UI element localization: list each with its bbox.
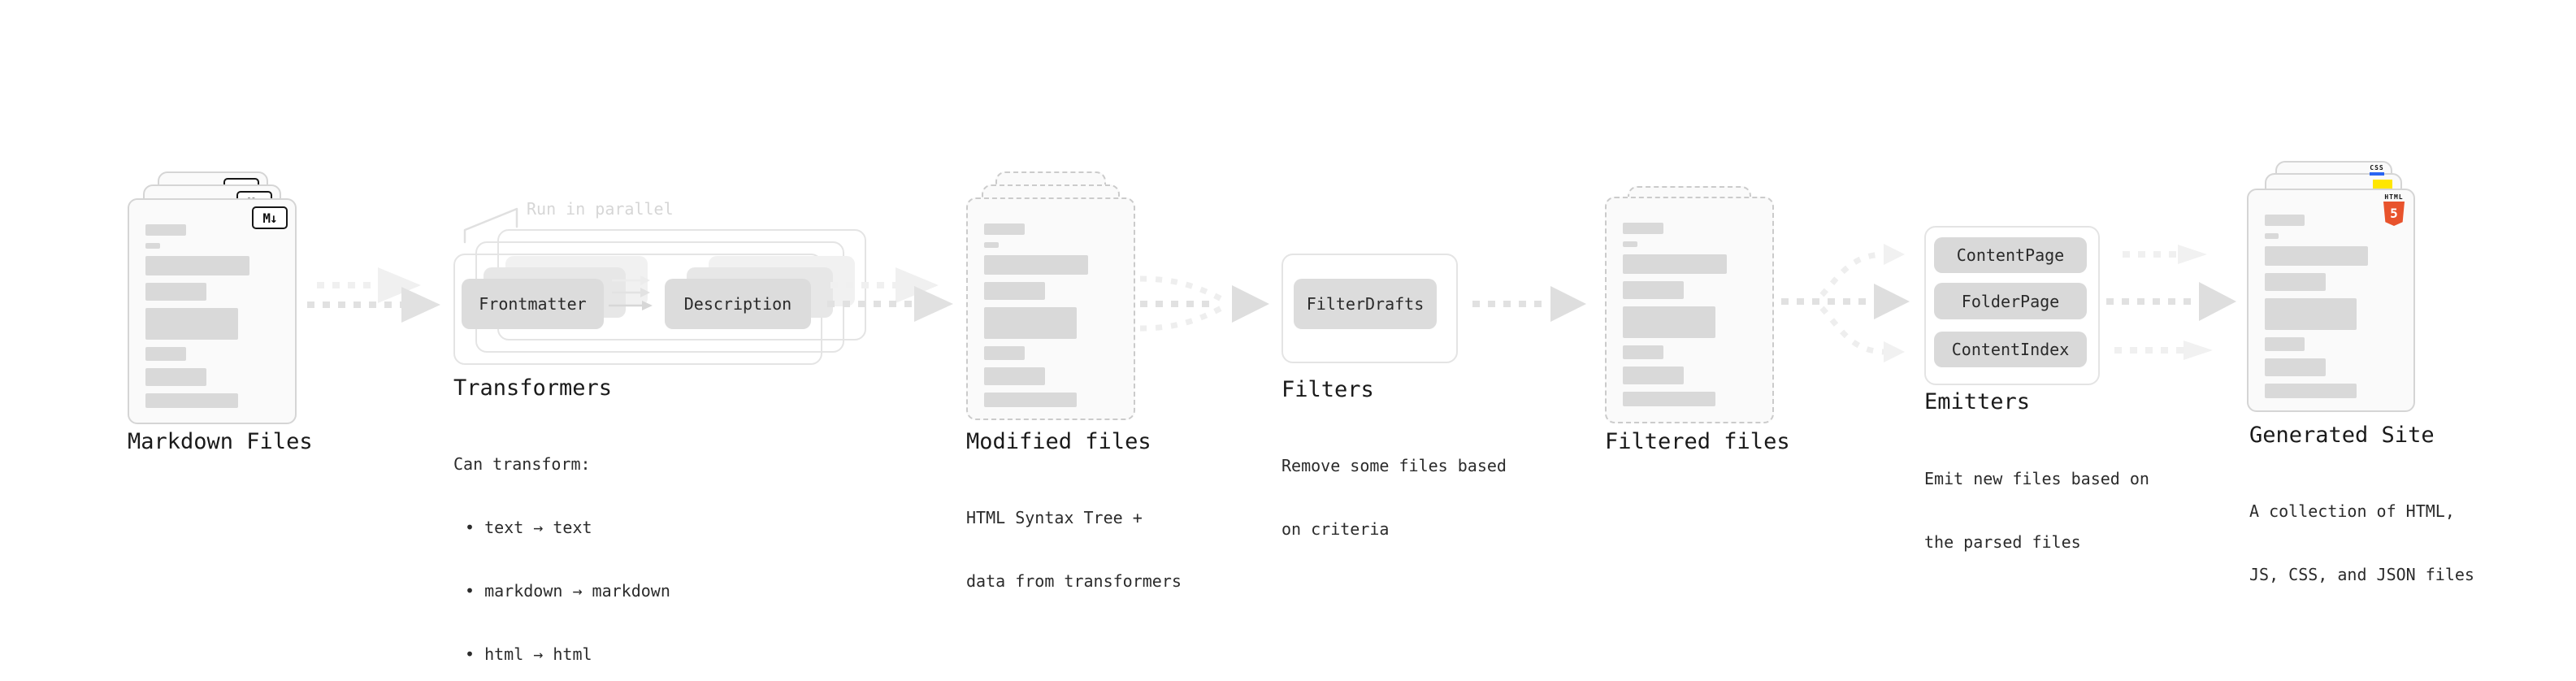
file-content-placeholder xyxy=(1623,223,1753,406)
placeholder-bar xyxy=(145,393,238,408)
modified-files-description: HTML Syntax Tree + data from transformer… xyxy=(966,465,1182,634)
placeholder-bar xyxy=(2265,337,2305,351)
generated-site-title: Generated Site xyxy=(2249,423,2435,448)
css-icon: CSS xyxy=(2370,165,2384,176)
markdown-files-stack: M↓ M↓ M↓ xyxy=(128,161,297,424)
html5-shield: 5 xyxy=(2383,202,2405,226)
run-in-parallel-label: Run in parallel xyxy=(527,199,674,219)
placeholder-bar xyxy=(2265,298,2357,330)
subtitle-line: Can transform: xyxy=(453,454,591,474)
filters-description: Remove some files based on criteria xyxy=(1281,413,1507,582)
arrow-modified-to-filters xyxy=(1139,275,1269,332)
subtitle-line: A collection of HTML, xyxy=(2249,501,2455,521)
html-file-card: HTML 5 xyxy=(2247,189,2415,412)
modified-files-stack xyxy=(966,160,1135,420)
markdown-files-title: Markdown Files xyxy=(128,429,313,454)
html5-icon: HTML 5 xyxy=(2383,193,2405,226)
placeholder-bar xyxy=(2265,358,2326,376)
arrow-emitters-to-generated xyxy=(2106,245,2236,360)
placeholder-bar xyxy=(984,282,1046,300)
filters-title: Filters xyxy=(1281,377,1374,402)
placeholder-bar xyxy=(1623,345,1663,359)
placeholder-bar xyxy=(984,393,1077,407)
filtered-files-title: Filtered files xyxy=(1605,429,1790,454)
modified-files-title: Modified files xyxy=(966,429,1151,454)
placeholder-bar xyxy=(145,308,238,340)
placeholder-bar xyxy=(145,368,207,386)
placeholder-bar xyxy=(145,256,249,275)
subtitle-line: Emit new files based on xyxy=(1924,469,2149,488)
contentindex-pill: ContentIndex xyxy=(1934,332,2087,367)
subtitle-line: data from transformers xyxy=(966,571,1182,591)
placeholder-bar xyxy=(1623,392,1715,406)
placeholder-bar xyxy=(145,283,207,301)
placeholder-bar xyxy=(984,367,1046,385)
placeholder-bar xyxy=(2265,215,2305,226)
html5-number: 5 xyxy=(2390,206,2398,221)
placeholder-bar xyxy=(1623,306,1715,338)
placeholder-bar xyxy=(984,255,1088,275)
placeholder-bar xyxy=(2265,384,2357,398)
placeholder-bar xyxy=(984,307,1077,339)
subtitle-line: on criteria xyxy=(1281,519,1390,539)
emitters-description: Emit new files based on the parsed files xyxy=(1924,426,2149,595)
markdown-icon: M↓ xyxy=(252,206,288,229)
contentpage-pill: ContentPage xyxy=(1934,237,2087,273)
arrow-filters-to-filtered xyxy=(1472,286,1586,322)
description-pill: Description xyxy=(665,279,811,329)
placeholder-bar xyxy=(145,243,160,249)
html5-icon-label: HTML xyxy=(2384,193,2404,201)
modified-file-card-front xyxy=(966,197,1135,420)
filterdrafts-pill: FilterDrafts xyxy=(1294,279,1437,329)
emitters-title: Emitters xyxy=(1924,389,2031,414)
placeholder-bar xyxy=(2265,273,2326,291)
css-icon-bar xyxy=(2370,172,2384,176)
placeholder-bar xyxy=(984,223,1025,235)
placeholder-bar xyxy=(145,224,186,236)
placeholder-bar xyxy=(145,347,186,361)
frontmatter-pill: Frontmatter xyxy=(462,279,604,329)
javascript-icon xyxy=(2373,180,2392,189)
file-content-placeholder xyxy=(145,224,275,408)
generated-site-description: A collection of HTML, JS, CSS, and JSON … xyxy=(2249,458,2474,627)
placeholder-bar xyxy=(1623,367,1685,384)
arrow-filtered-to-emitters xyxy=(1781,244,1910,362)
placeholder-bar xyxy=(2265,233,2279,239)
placeholder-bar xyxy=(984,242,999,248)
filtered-files-stack xyxy=(1605,175,1774,423)
file-content-placeholder xyxy=(2265,215,2394,398)
subtitle-bullet: • markdown → markdown xyxy=(465,581,670,601)
transformers-description: Can transform: • text → text • markdown … xyxy=(453,411,670,681)
placeholder-bar xyxy=(1623,254,1727,274)
placeholder-bar xyxy=(2265,246,2369,266)
markdown-file-card-front: M↓ xyxy=(128,198,297,424)
folderpage-pill: FolderPage xyxy=(1934,283,2087,319)
subtitle-line: HTML Syntax Tree + xyxy=(966,508,1143,527)
placeholder-bar xyxy=(984,346,1025,360)
transformers-title: Transformers xyxy=(453,375,613,401)
placeholder-bar xyxy=(1623,241,1637,247)
subtitle-line: Remove some files based xyxy=(1281,456,1507,475)
generated-site-stack: CSS HTML 5 xyxy=(2247,150,2415,412)
file-content-placeholder xyxy=(984,223,1114,407)
filtered-file-card-front xyxy=(1605,197,1774,423)
css-icon-label: CSS xyxy=(2370,164,2384,171)
subtitle-bullet: • html → html xyxy=(465,644,592,664)
placeholder-bar xyxy=(1623,223,1663,234)
arrow-markdown-to-transformers xyxy=(307,267,440,323)
placeholder-bar xyxy=(1623,281,1685,299)
subtitle-line: JS, CSS, and JSON files xyxy=(2249,565,2474,584)
subtitle-bullet: • text → text xyxy=(465,518,592,537)
subtitle-line: the parsed files xyxy=(1924,532,2081,552)
